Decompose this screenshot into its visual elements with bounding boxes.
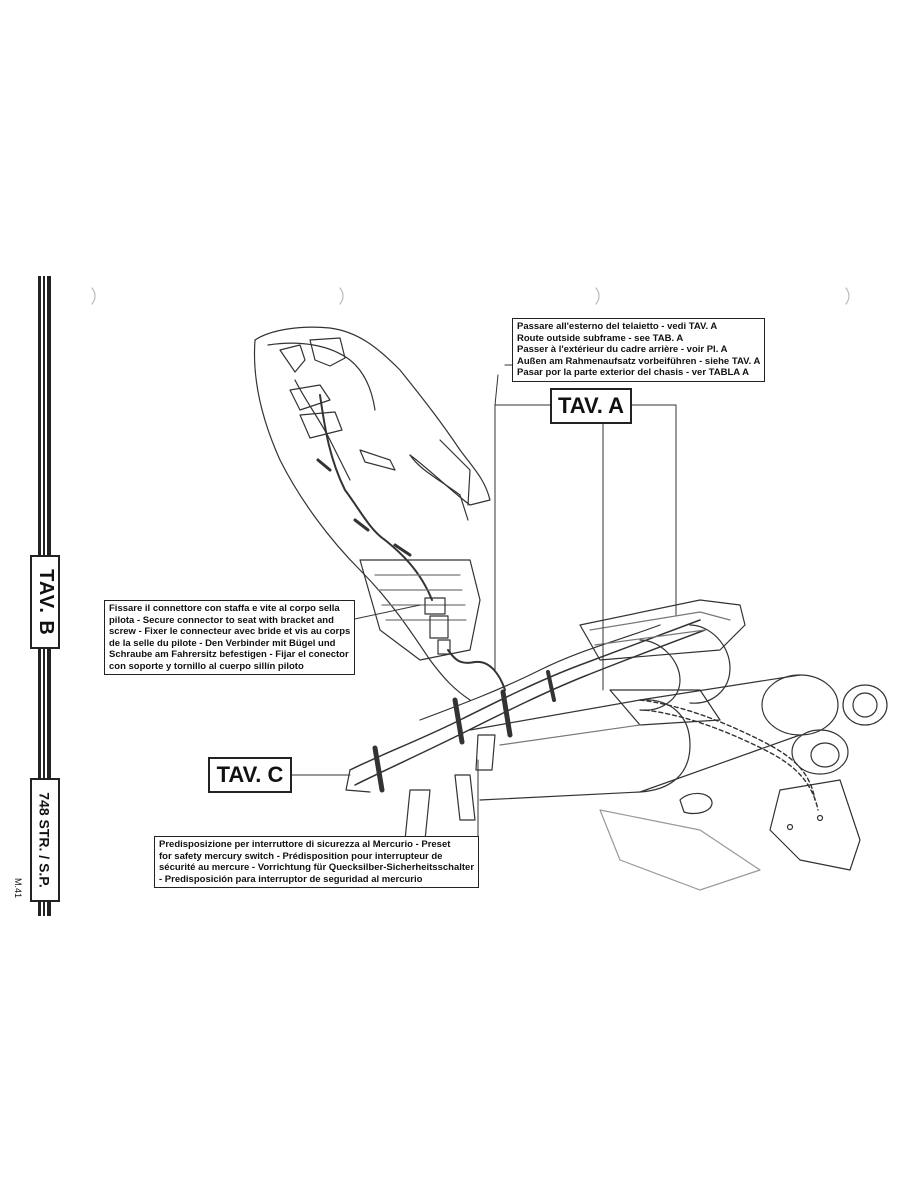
note-line: Passer à l'extérieur du cadre arrière - …: [517, 344, 728, 355]
tag-tav-a: TAV. A: [550, 388, 632, 424]
note-line: Predisposizione per interruttore di sicu…: [159, 839, 451, 850]
plate-label-tav-b: TAV. B: [30, 555, 60, 649]
note-line: Route outside subframe - see TAB. A: [517, 332, 684, 344]
note-line: con soporte y tornillo al cuerpo sillín …: [109, 660, 304, 672]
note-mercury-switch: Predisposizione per interruttore di sicu…: [154, 836, 480, 888]
battery-box: [639, 639, 681, 711]
model-label: 748 STR. / S.P.: [30, 778, 60, 902]
sensor-cable: [319, 394, 433, 601]
note-line: Schraube am Fahrersitz befestigen - Fija…: [109, 649, 349, 660]
note-line: Fissare il connettore con staffa e vite …: [109, 603, 340, 614]
note-line: de la selle du pilote - Den Verbinder mi…: [109, 637, 336, 649]
tag-tav-c-text: TAV. C: [216, 762, 284, 787]
turn-indicator: [679, 792, 713, 815]
note-line: sécurité au mercure - Vorrichtung für Qu…: [159, 862, 475, 873]
note-line: Außen am Rahmenaufsatz vorbeiführen - si…: [517, 355, 761, 367]
note-line: Passare all'esterno del telaietto - vedi…: [517, 321, 718, 332]
note-line: Pasar por la parte exterior del chasis -…: [517, 367, 749, 378]
tag-tav-c: TAV. C: [208, 757, 292, 793]
note-line: pilota - Secure connector to seat with b…: [109, 614, 334, 626]
main-harness: [349, 619, 701, 771]
note-route-outside-subframe: Passare all'esterno del telaietto - vedi…: [512, 318, 766, 382]
tag-tav-a-text: TAV. A: [557, 393, 624, 418]
exhaust-silencer: [469, 699, 691, 801]
note-line: screw - Fixer le connecteur avec bride e…: [109, 626, 351, 637]
seat-connector: [424, 597, 446, 615]
note-fix-connector: Fissare il connettore con staffa e vite …: [104, 600, 356, 675]
note-line: - Predisposición para interruptor de seg…: [159, 873, 423, 885]
note-line: for safety mercury switch - Prédispositi…: [159, 850, 443, 862]
